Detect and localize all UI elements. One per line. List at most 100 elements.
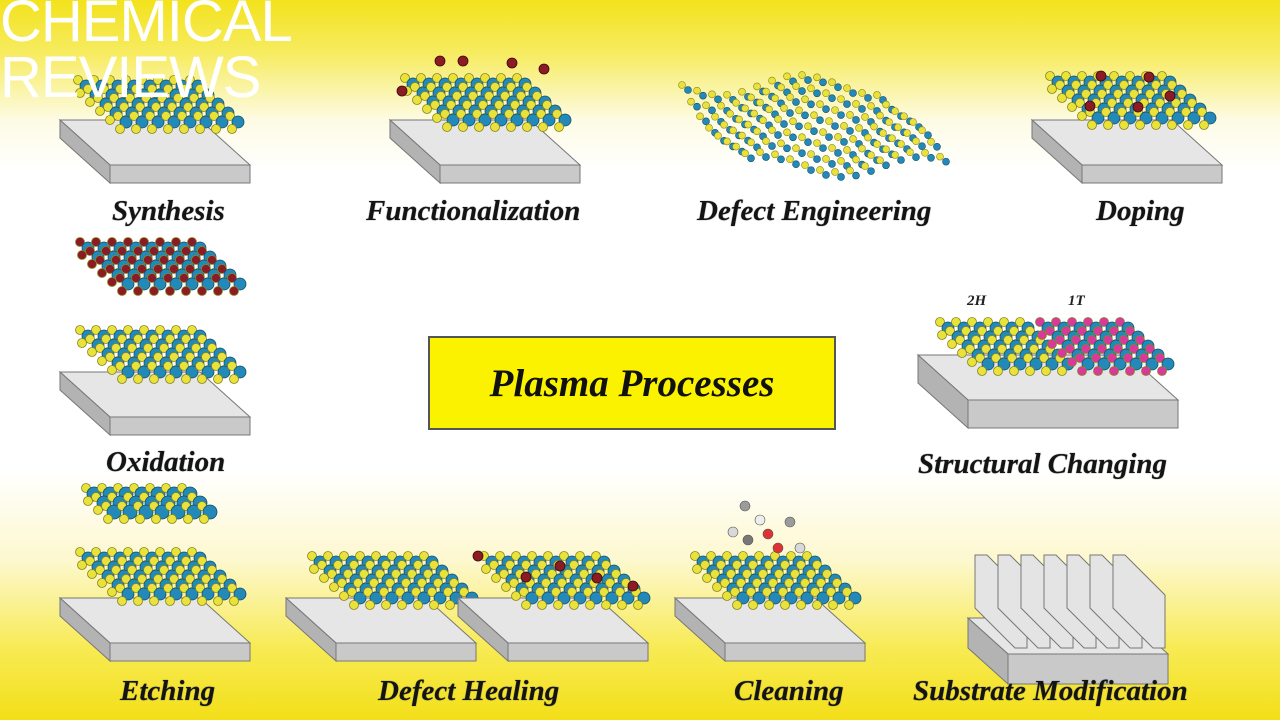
metal-atom [494, 113, 508, 127]
sulfur-atom [197, 596, 207, 606]
metal-atom [714, 95, 722, 104]
sulfur-atom [422, 104, 432, 114]
sulfur-atom [75, 237, 85, 247]
sulfur-atom [135, 102, 145, 112]
sulfur-atom [445, 600, 455, 610]
sulfur-atom [764, 600, 774, 610]
metal-atom [558, 113, 572, 127]
sulfur-atom [783, 72, 791, 81]
sulfur-atom [708, 90, 716, 99]
sulfur-atom [197, 334, 207, 344]
sulfur-atom [143, 343, 153, 353]
sulfur-atom [774, 569, 784, 579]
metal-atom [462, 113, 476, 127]
metal-atom [918, 142, 926, 150]
sulfur-atom [710, 569, 720, 579]
sulfur-atom [500, 91, 510, 101]
substrate-front [507, 642, 649, 662]
sulfur-atom [407, 569, 417, 579]
metal-atom [813, 155, 821, 163]
sulfur-atom [359, 569, 369, 579]
sulfur-atom [762, 137, 770, 145]
sulfur-atom [89, 75, 99, 85]
substrate-front [109, 642, 251, 662]
sulfur-atom [169, 75, 179, 85]
sulfur-atom [411, 587, 421, 597]
defect-healing-illustration [284, 550, 651, 663]
sulfur-atom [439, 569, 449, 579]
sulfur-atom [195, 84, 205, 94]
synthesis-illustration [58, 75, 252, 185]
sulfur-atom [145, 111, 155, 121]
sulfur-atom [1065, 89, 1075, 99]
metal-atom [852, 116, 860, 124]
sulfur-atom [91, 547, 101, 557]
metal-atom [169, 277, 183, 291]
sulfur-atom [796, 600, 806, 610]
sulfur-atom [153, 352, 163, 362]
center-title: Plasma Processes [489, 361, 775, 405]
substrate-front [109, 416, 251, 436]
sulfur-atom [165, 556, 175, 566]
sulfur-atom [768, 126, 776, 134]
sulfur-atom [401, 578, 411, 588]
sulfur-atom [521, 600, 531, 610]
sulfur-atom [758, 569, 768, 579]
sulfur-atom [840, 122, 848, 130]
sulfur-atom [1135, 80, 1145, 90]
sulfur-atom [179, 273, 189, 283]
sulfur-atom [197, 286, 207, 296]
sulfur-atom [133, 286, 143, 296]
sulfur-atom [449, 578, 459, 588]
sulfur-atom [1051, 317, 1061, 327]
sulfur-atom [569, 560, 579, 570]
label-synthesis: Synthesis [112, 195, 225, 227]
metal-atom [942, 157, 950, 166]
metal-atom [201, 587, 215, 601]
sulfur-atom [1125, 326, 1135, 336]
metal-atom [121, 365, 135, 379]
sulfur-atom [813, 139, 821, 147]
sulfur-atom [427, 587, 437, 597]
sulfur-atom [147, 273, 157, 283]
adatom [1143, 71, 1155, 83]
sulfur-atom [569, 600, 579, 610]
sulfur-atom [177, 111, 187, 121]
contaminant-molecule-atom [784, 516, 796, 528]
sulfur-atom [105, 264, 115, 274]
metal-atom [693, 102, 701, 111]
sulfur-atom [1057, 348, 1067, 358]
sulfur-atom [505, 560, 515, 570]
sulfur-atom [169, 352, 179, 362]
sulfur-atom [792, 144, 800, 153]
sulfur-atom [157, 93, 167, 103]
sulfur-atom [945, 326, 955, 336]
sulfur-atom [387, 551, 397, 561]
sulfur-atom [452, 91, 462, 101]
sulfur-atom [97, 356, 107, 366]
sulfur-atom [511, 591, 521, 601]
sulfur-atom [121, 574, 131, 584]
sulfur-atom [516, 91, 526, 101]
sulfur-atom [416, 73, 426, 83]
cleaning-illustration [673, 500, 867, 663]
sulfur-atom [601, 560, 611, 570]
contaminant-molecule-atom [727, 526, 739, 538]
sulfur-atom [696, 112, 704, 121]
sulfur-atom [73, 75, 83, 85]
sulfur-atom [101, 246, 111, 256]
sulfur-atom [759, 116, 767, 125]
sulfur-atom [885, 118, 893, 126]
sulfur-atom [175, 255, 185, 265]
metal-atom [231, 115, 245, 129]
metal-atom [834, 149, 842, 157]
sulfur-atom [585, 600, 595, 610]
sulfur-atom [95, 106, 105, 116]
sulfur-atom [129, 111, 139, 121]
sulfur-atom [432, 73, 442, 83]
sulfur-atom [181, 246, 191, 256]
sulfur-atom [163, 583, 173, 593]
sulfur-atom [506, 122, 516, 132]
sulfur-atom [458, 82, 468, 92]
metal-atom [819, 78, 827, 87]
